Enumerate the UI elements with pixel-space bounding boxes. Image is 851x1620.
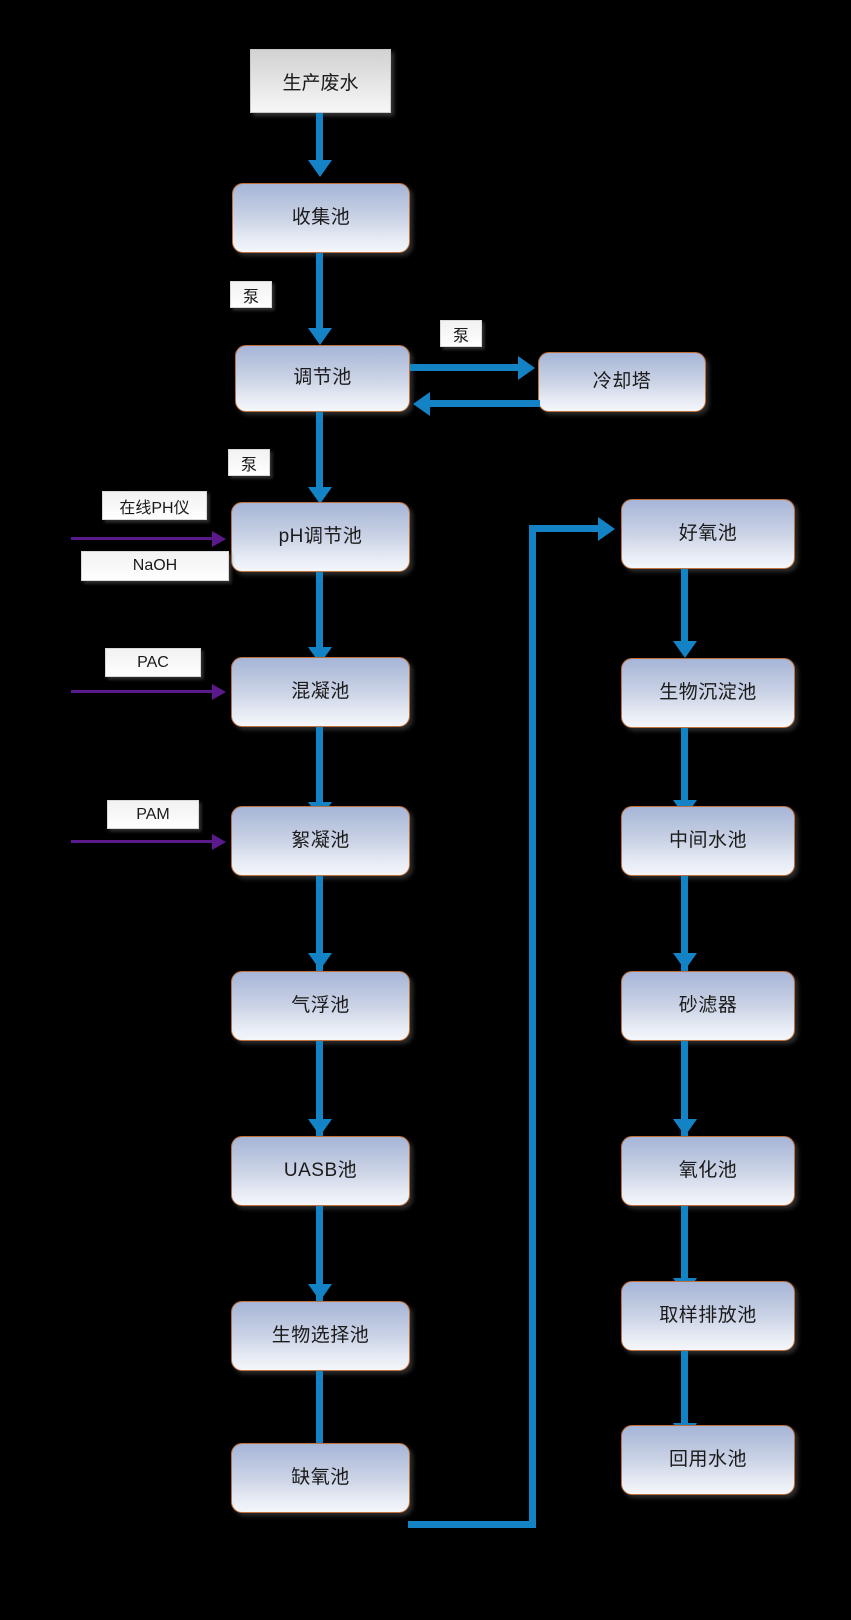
edge-source-to-collection — [316, 113, 323, 163]
edge-sampling-to-reuse — [681, 1351, 688, 1426]
node-label: 砂滤器 — [678, 994, 738, 1016]
edge-ph-to-coagulation — [316, 572, 323, 650]
node-aerobic-tank[interactable]: 好氧池 — [621, 499, 795, 569]
tag-label: 泵 — [240, 456, 257, 474]
dose-arrowhead-pam — [212, 833, 226, 850]
tag-pac: PAC — [105, 648, 201, 677]
arrowhead-uasb-to-bioselector — [307, 1284, 332, 1301]
edge-coagulation-to-flocculation — [316, 727, 323, 805]
arrowhead-flocculation-to-flotation — [307, 953, 332, 970]
tag-pump-2: 泵 — [440, 320, 482, 347]
dose-line-naoh — [71, 537, 216, 540]
tag-label: NaOH — [132, 557, 178, 574]
edge-equalization-to-cooling — [410, 364, 520, 371]
dose-arrowhead-pac — [212, 683, 226, 700]
dose-line-pam — [71, 840, 216, 843]
edge-biosettling-to-intermediate — [681, 728, 688, 803]
edge-equalization-to-ph — [316, 412, 323, 490]
arrowhead-sandfilter-to-oxidation — [672, 1119, 697, 1136]
node-uasb-tank[interactable]: UASB池 — [231, 1136, 410, 1206]
edge-sandfilter-to-oxidation — [681, 1041, 688, 1137]
node-label: 冷却塔 — [592, 370, 652, 392]
tag-label: PAM — [136, 805, 170, 823]
node-equalization-tank[interactable]: 调节池 — [235, 345, 410, 412]
arrowhead-anoxic-to-aerobic — [598, 516, 615, 541]
node-sampling-discharge-tank[interactable]: 取样排放池 — [621, 1281, 795, 1351]
node-cooling-tower[interactable]: 冷却塔 — [538, 352, 706, 412]
edge-intermediate-to-sandfilter — [681, 876, 688, 972]
node-oxidation-tank[interactable]: 氧化池 — [621, 1136, 795, 1206]
edge-anoxic-to-aerobic-vertical — [529, 525, 536, 1524]
arrowhead-source-to-collection — [307, 160, 332, 177]
node-label: 氧化池 — [678, 1159, 738, 1181]
node-ph-adjust-tank[interactable]: pH调节池 — [231, 502, 410, 572]
dose-line-pac — [71, 690, 216, 693]
node-label: 调节池 — [293, 367, 352, 389]
node-label: 生物沉淀池 — [659, 681, 757, 703]
node-bio-settling-tank[interactable]: 生物沉淀池 — [621, 658, 795, 728]
node-bio-selector-tank[interactable]: 生物选择池 — [231, 1301, 410, 1371]
node-label: 中间水池 — [668, 829, 747, 851]
node-label: 絮凝池 — [291, 829, 350, 851]
tag-pump-3: 泵 — [228, 449, 270, 476]
tag-naoh: NaOH — [81, 551, 229, 581]
tag-label: 在线PH仪 — [119, 499, 190, 517]
node-anoxic-tank[interactable]: 缺氧池 — [231, 1443, 410, 1513]
node-label: UASB池 — [283, 1159, 358, 1181]
edge-oxidation-to-sampling — [681, 1206, 688, 1281]
node-label: 混凝池 — [291, 680, 350, 702]
node-label: 取样排放池 — [659, 1304, 757, 1326]
node-label: 好氧池 — [678, 522, 738, 544]
node-sand-filter[interactable]: 砂滤器 — [621, 971, 795, 1041]
tag-pump-1: 泵 — [230, 281, 272, 308]
node-collection-tank[interactable]: 收集池 — [232, 183, 410, 253]
arrowhead-cooling-to-equalization — [413, 391, 430, 416]
node-flotation-tank[interactable]: 气浮池 — [231, 971, 410, 1041]
node-label: 生产废水 — [282, 72, 359, 94]
arrowhead-intermediate-to-sandfilter — [672, 953, 697, 970]
node-coagulation-tank[interactable]: 混凝池 — [231, 657, 410, 727]
tag-label: 泵 — [452, 327, 469, 345]
node-label: 生物选择池 — [271, 1324, 370, 1346]
edge-uasb-to-bioselector — [316, 1206, 323, 1302]
node-reuse-water-tank[interactable]: 回用水池 — [621, 1425, 795, 1495]
node-source-wastewater[interactable]: 生产废水 — [250, 49, 391, 113]
dose-arrowhead-naoh — [212, 530, 226, 547]
edge-flocculation-to-flotation — [316, 876, 323, 972]
node-label: 收集池 — [291, 206, 351, 228]
node-label: 回用水池 — [668, 1448, 747, 1470]
tag-pam: PAM — [107, 800, 199, 829]
edge-flotation-to-uasb — [316, 1041, 323, 1137]
edge-aerobic-to-biosettling — [681, 569, 688, 644]
edge-anoxic-to-aerobic-entry — [529, 525, 601, 532]
node-intermediate-tank[interactable]: 中间水池 — [621, 806, 795, 876]
node-label: pH调节池 — [278, 525, 363, 547]
arrowhead-equalization-to-ph — [307, 487, 332, 504]
arrowhead-flotation-to-uasb — [307, 1119, 332, 1136]
arrowhead-aerobic-to-biosettling — [672, 641, 697, 658]
tag-online-ph-meter: 在线PH仪 — [102, 491, 207, 520]
arrowhead-collection-to-equalization — [307, 328, 332, 345]
node-label: 缺氧池 — [291, 1466, 350, 1488]
edge-collection-to-equalization — [316, 253, 323, 331]
edge-anoxic-to-aerobic-horizontal — [408, 1521, 536, 1528]
tag-label: PAC — [137, 653, 169, 671]
node-label: 气浮池 — [291, 994, 350, 1016]
arrowhead-equalization-to-cooling — [518, 355, 535, 380]
edge-cooling-to-equalization — [430, 400, 540, 407]
edge-bioselector-to-anoxic — [316, 1371, 323, 1467]
tag-label: 泵 — [242, 288, 259, 306]
node-flocculation-tank[interactable]: 絮凝池 — [231, 806, 410, 876]
